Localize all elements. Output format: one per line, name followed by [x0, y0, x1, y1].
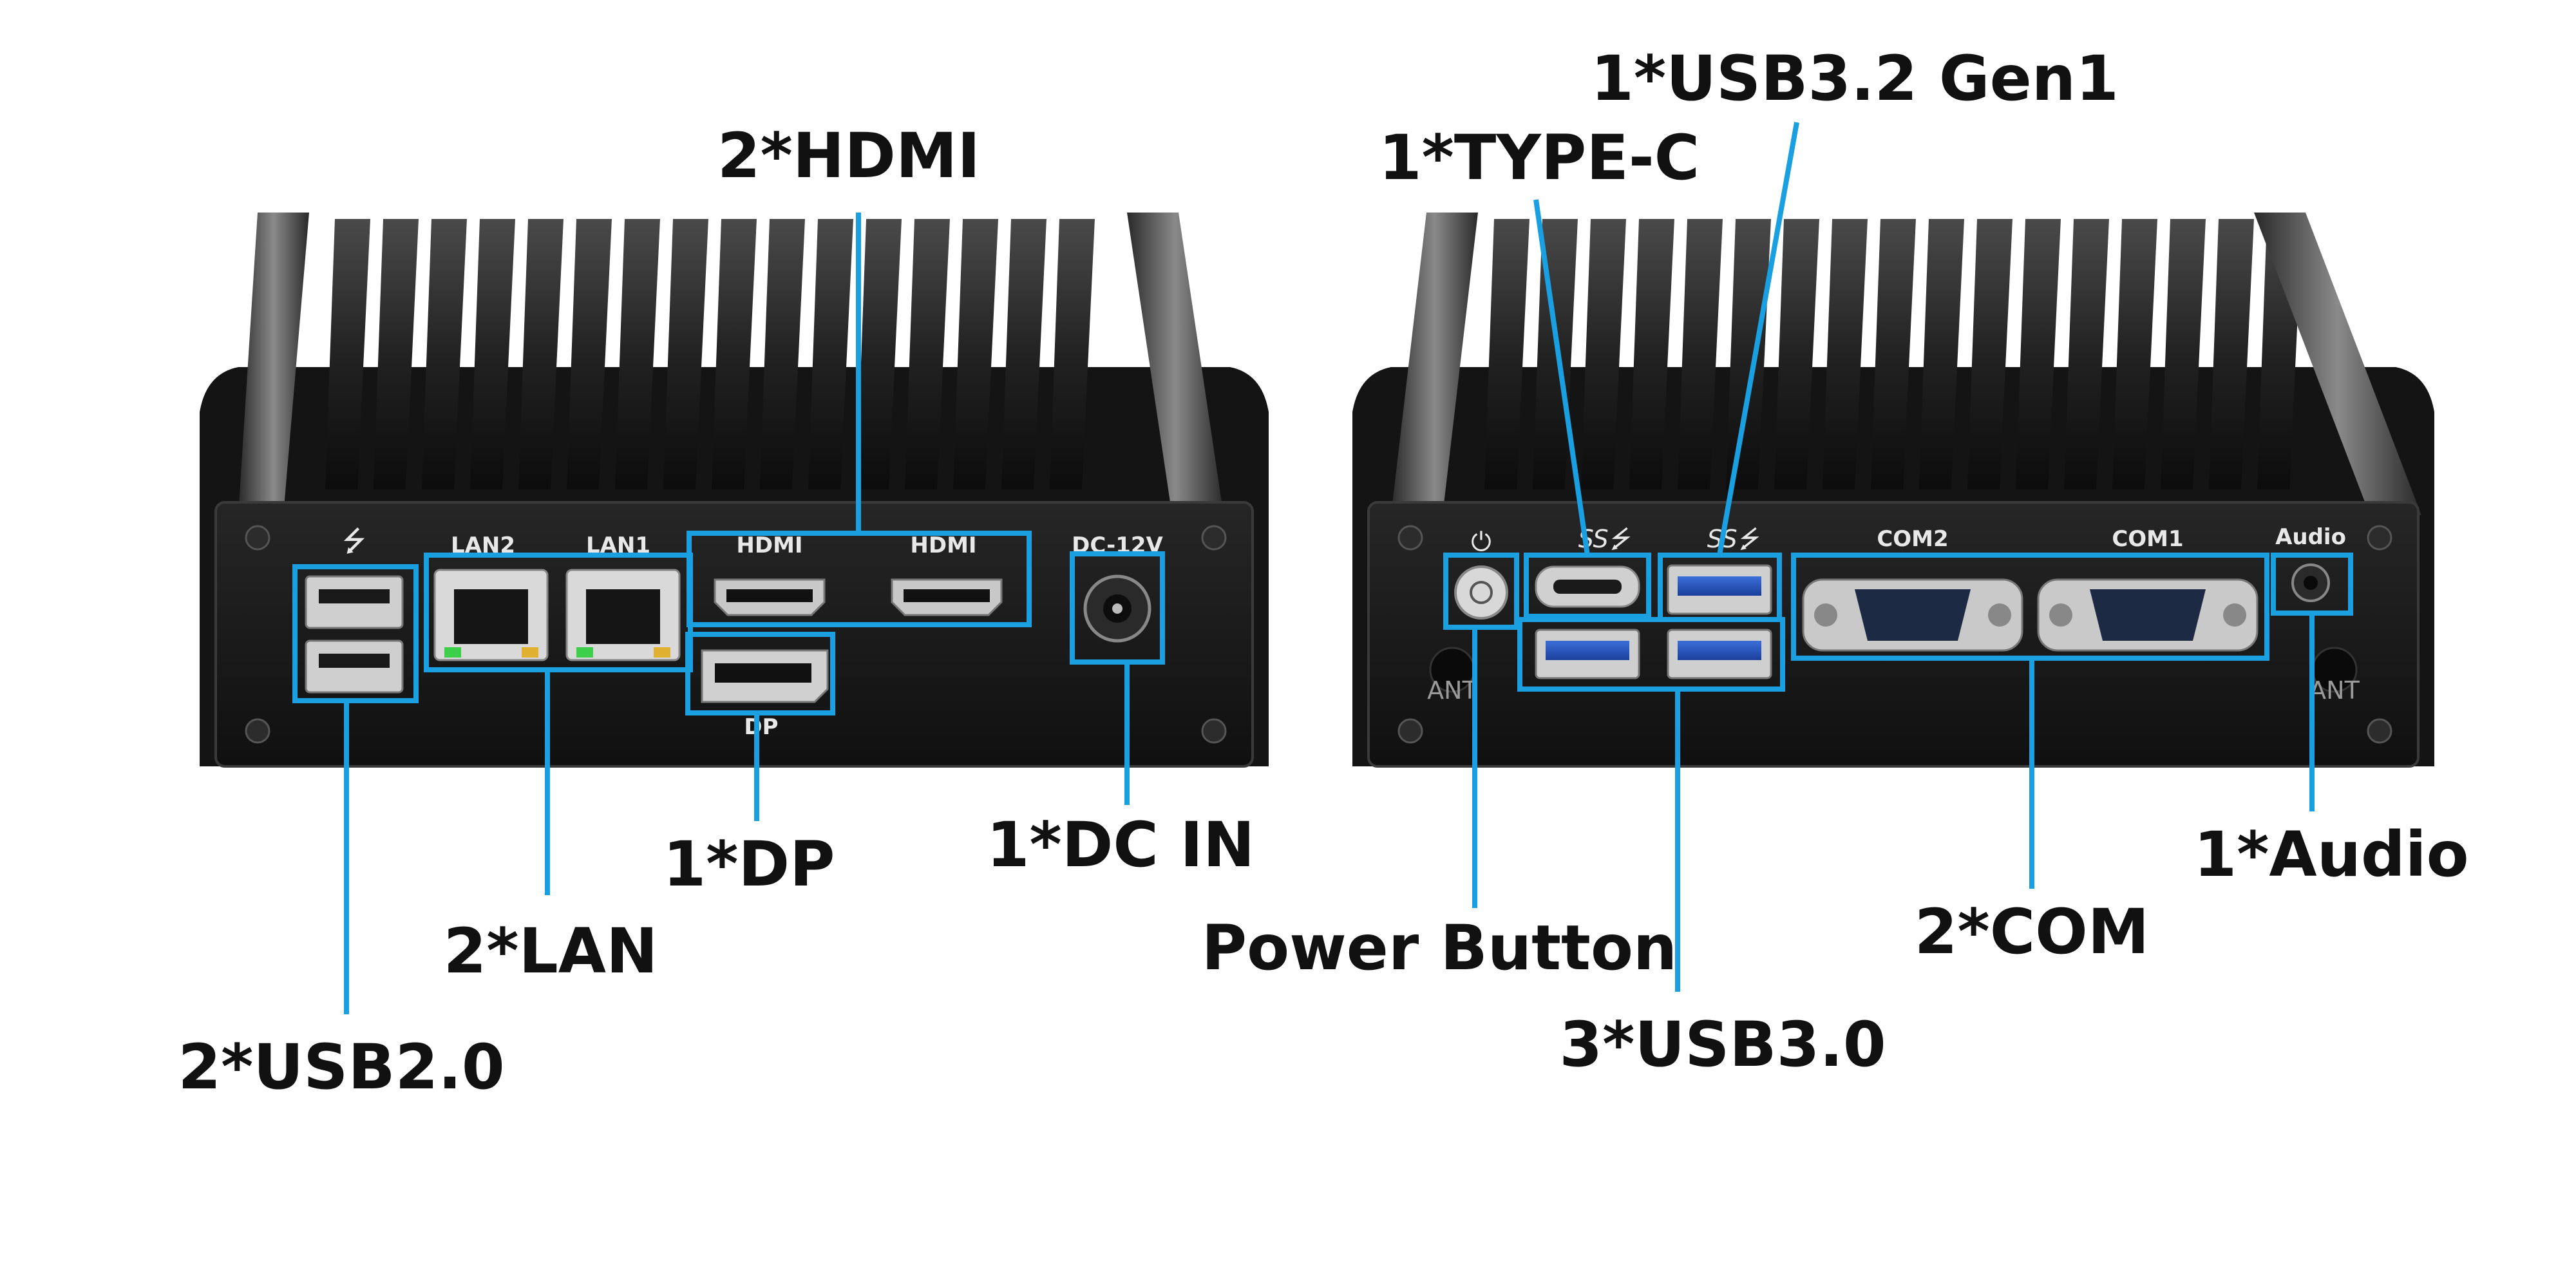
right-device: ANT ANT ⏻ SS⭍ SS⭍ COM2 COM1	[1202, 43, 2469, 1081]
panel-label-hdmi-b: HDMI	[910, 533, 976, 558]
usb2-ports: ⭍	[305, 525, 404, 694]
box-power	[1443, 553, 1519, 630]
hdmi-ports: HDMI HDMI	[714, 533, 1003, 616]
lan-ports: LAN2 LAN1	[433, 533, 681, 661]
callout-lan: 2*LAN	[444, 915, 658, 987]
audio-jack: Audio	[2275, 524, 2346, 602]
callout-type-c: 1*TYPE-C	[1379, 122, 1700, 194]
callout-com: 2*COM	[1915, 896, 2150, 968]
box-usb30	[1517, 617, 1785, 692]
panel-label-com2: COM2	[1877, 526, 1948, 552]
callout-dp: 1*DP	[663, 828, 835, 900]
box-dc	[1070, 551, 1165, 665]
box-usb2	[292, 564, 419, 703]
superspeed-usb-icon: SS⭍	[1707, 525, 1759, 553]
callout-usb30: 3*USB3.0	[1559, 1009, 1886, 1081]
panel-label-ant-left: ANT	[1427, 676, 1477, 705]
box-dp	[685, 632, 835, 715]
power-icon: ⏻	[1471, 527, 1492, 557]
panel-label-ant-right: ANT	[2309, 676, 2360, 705]
usb-c-and-usb3-ports: SS⭍ SS⭍	[1535, 525, 1772, 679]
callout-audio: 1*Audio	[2193, 819, 2468, 891]
dp-port: DP	[701, 649, 829, 740]
left-highlight-boxes	[292, 531, 1165, 715]
left-heatsink-fins	[238, 213, 1224, 515]
callout-dc-in: 1*DC IN	[987, 809, 1255, 881]
left-device: ⭍ LAN2 LAN1 HDMI HDMI	[178, 120, 1269, 1103]
left-leader-lines	[344, 213, 1130, 1014]
usb-icon: ⭍	[343, 525, 366, 558]
com-ports: COM2 COM1	[1802, 526, 2259, 652]
callout-usb2: 2*USB2.0	[178, 1031, 504, 1103]
right-heatsink-fins	[1391, 213, 2421, 515]
callout-usb32: 1*USB3.2 Gen1	[1591, 43, 2119, 115]
right-leader-lines	[1472, 122, 2315, 992]
callout-hdmi: 2*HDMI	[717, 120, 980, 192]
panel-label-hdmi-a: HDMI	[736, 533, 802, 558]
panel-label-dp: DP	[744, 714, 778, 740]
callout-power-button: Power Button	[1202, 912, 1677, 984]
panel-label-audio: Audio	[2275, 524, 2346, 550]
power-button-port: ⏻	[1454, 527, 1508, 620]
panel-label-com1: COM1	[2112, 526, 2183, 552]
